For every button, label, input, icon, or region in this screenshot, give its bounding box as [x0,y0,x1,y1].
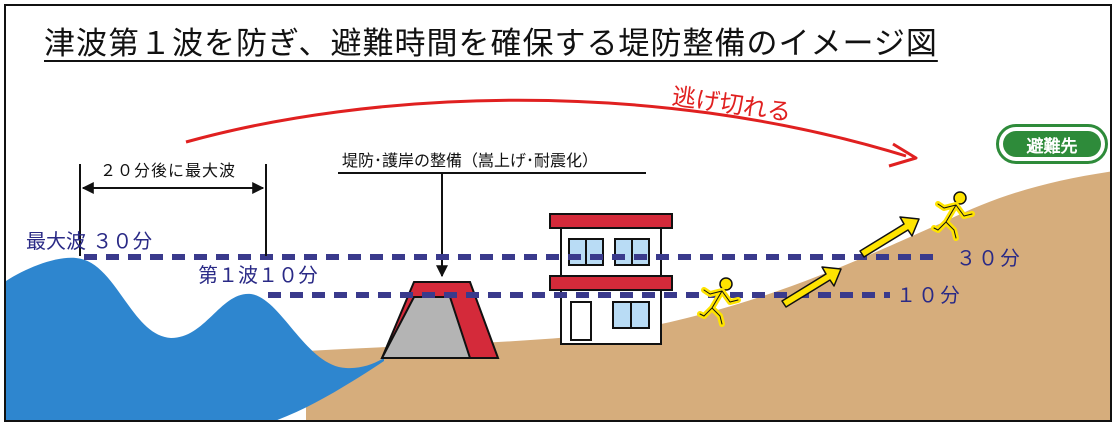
escape-arrow [185,98,907,158]
levee-work-label: 堤防･護岸の整備（嵩上げ･耐震化） [342,151,598,170]
escape-label: 逃げ切れる [670,82,793,126]
sea-waves [6,257,384,420]
running-person-icon [931,191,975,241]
level-30-label: ３０分 [956,246,1022,270]
levee-icon [380,281,500,359]
up-right-arrow-icon [781,266,842,308]
level-10-label: １０分 [896,283,962,307]
up-right-arrow-icon [859,216,920,258]
diagram-frame: 逃げ切れる 堤防･護岸の整備（嵩上げ･耐震化） ２０分後に最大波 最大波 ３０分… [4,4,1112,422]
diagram-title: 津波第１波を防ぎ、避難時間を確保する堤防整備のイメージ図 [44,26,938,62]
first-wave-label: 第１波１０分 [198,263,318,287]
running-person-icon [697,277,741,327]
ground-hill [306,171,1110,420]
house-icon [549,213,673,345]
evacuation-site-badge: 避難先 [996,124,1108,164]
evacuation-site-label: 避難先 [1003,131,1101,157]
max-wave-label: 最大波 ３０分 [26,229,152,253]
interval-label: ２０分後に最大波 [100,161,236,180]
diagram-scene: 逃げ切れる 堤防･護岸の整備（嵩上げ･耐震化） ２０分後に最大波 最大波 ３０分… [6,82,1110,420]
escape-arrowhead [888,142,918,168]
